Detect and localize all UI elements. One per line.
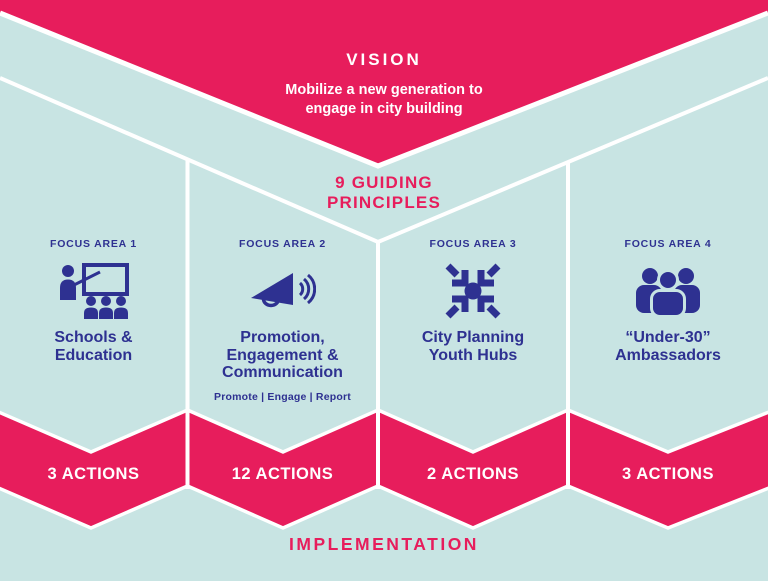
converge-arrows-icon bbox=[378, 258, 568, 324]
focus-area-2-title-line-2: Engagement & bbox=[226, 346, 339, 364]
focus-area-1-label: FOCUS AREA 1 bbox=[50, 238, 137, 250]
vision-subtitle-line-2: engage in city building bbox=[305, 100, 463, 117]
classroom-icon bbox=[0, 258, 187, 324]
focus-area-2-title-line-3: Communication bbox=[222, 364, 343, 381]
principles-line-2: PRINCIPLES bbox=[326, 193, 442, 212]
principles-line-1: 9 GUIDING bbox=[335, 173, 433, 192]
focus-area-1-actions-badge: 3 ACTIONS bbox=[47, 465, 140, 483]
focus-area-2-label: FOCUS AREA 2 bbox=[239, 238, 326, 250]
focus-area-1-title-line-2: Education bbox=[54, 346, 133, 364]
focus-area-4-label: FOCUS AREA 4 bbox=[624, 238, 712, 250]
focus-area-1-title-line-1: Schools & bbox=[54, 329, 133, 346]
vision-subtitle-line-1: Mobilize a new generation to bbox=[285, 82, 483, 98]
people-group-icon bbox=[568, 258, 768, 324]
vision-chevron-shape bbox=[0, 0, 768, 166]
implementation-heading: IMPLEMENTATION bbox=[289, 534, 479, 554]
focus-area-2-actions-badge: 12 ACTIONS bbox=[231, 465, 334, 483]
focus-area-3-column: FOCUS AREA 3 City Planning Youth Hubs bbox=[378, 238, 568, 364]
focus-area-4-column: FOCUS AREA 4 “Under-30” Ambassadors bbox=[568, 238, 768, 364]
focus-area-2-subtitle: Promote | Engage | Report bbox=[214, 390, 351, 403]
focus-area-3-title-line-1: City Planning bbox=[421, 329, 525, 346]
focus-area-4-title-line-1: “Under-30” bbox=[625, 329, 711, 346]
focus-area-3-actions-badge: 2 ACTIONS bbox=[427, 465, 519, 483]
focus-area-1-column: FOCUS AREA 1 Schools & Education bbox=[0, 238, 187, 364]
megaphone-icon bbox=[187, 258, 378, 324]
focus-area-3-title-line-2: Youth Hubs bbox=[428, 346, 518, 364]
focus-area-2-title-line-1: Promotion, bbox=[240, 329, 325, 346]
vision-section: VISION Mobilize a new generation to enga… bbox=[0, 50, 768, 118]
students-glyph bbox=[83, 296, 128, 319]
focus-area-3-label: FOCUS AREA 3 bbox=[429, 238, 517, 250]
focus-area-4-actions-badge: 3 ACTIONS bbox=[622, 465, 714, 483]
guiding-principles-heading: 9 GUIDING PRINCIPLES bbox=[0, 173, 768, 213]
focus-area-4-title-line-2: Ambassadors bbox=[615, 346, 721, 364]
vision-title: VISION bbox=[346, 50, 422, 69]
focus-area-2-column: FOCUS AREA 2 Promotion, Engagement & Com… bbox=[187, 238, 378, 403]
vision-chevron-outline bbox=[0, 10, 768, 169]
